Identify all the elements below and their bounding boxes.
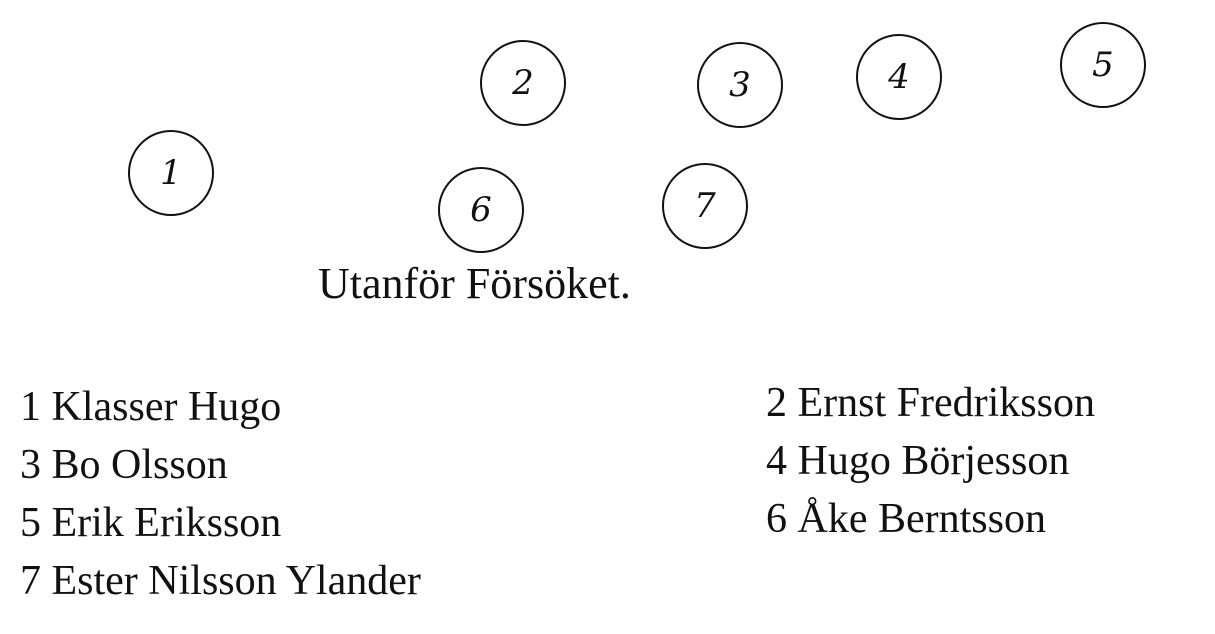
legend-left: 1 Klasser Hugo 3 Bo Olsson 5 Erik Erikss… <box>20 378 421 610</box>
marker-label: 2 <box>512 63 534 103</box>
position-marker-7: 7 <box>662 163 748 249</box>
position-marker-6: 6 <box>438 167 524 253</box>
marker-label: 4 <box>888 57 910 97</box>
legend-right: 2 Ernst Fredriksson 4 Hugo Börjesson 6 Å… <box>766 374 1095 548</box>
legend-item: 5 Erik Eriksson <box>20 500 282 546</box>
legend-item: 3 Bo Olsson <box>20 442 228 488</box>
legend-item: 6 Åke Berntsson <box>766 496 1046 542</box>
legend-item: 4 Hugo Börjesson <box>766 438 1070 484</box>
legend-item: 7 Ester Nilsson Ylander <box>20 558 421 604</box>
position-marker-3: 3 <box>697 42 783 128</box>
position-marker-2: 2 <box>480 40 566 126</box>
legend-item: 1 Klasser Hugo <box>20 384 282 430</box>
position-marker-5: 5 <box>1060 22 1146 108</box>
marker-label: 5 <box>1092 45 1114 85</box>
position-marker-4: 4 <box>856 34 942 120</box>
legend-item: 2 Ernst Fredriksson <box>766 380 1095 426</box>
diagram-title: Utanför Försöket. <box>318 259 631 308</box>
marker-label: 3 <box>729 65 751 105</box>
marker-label: 6 <box>470 190 492 230</box>
marker-label: 7 <box>694 186 716 226</box>
position-marker-1: 1 <box>128 130 214 216</box>
marker-label: 1 <box>160 153 182 193</box>
